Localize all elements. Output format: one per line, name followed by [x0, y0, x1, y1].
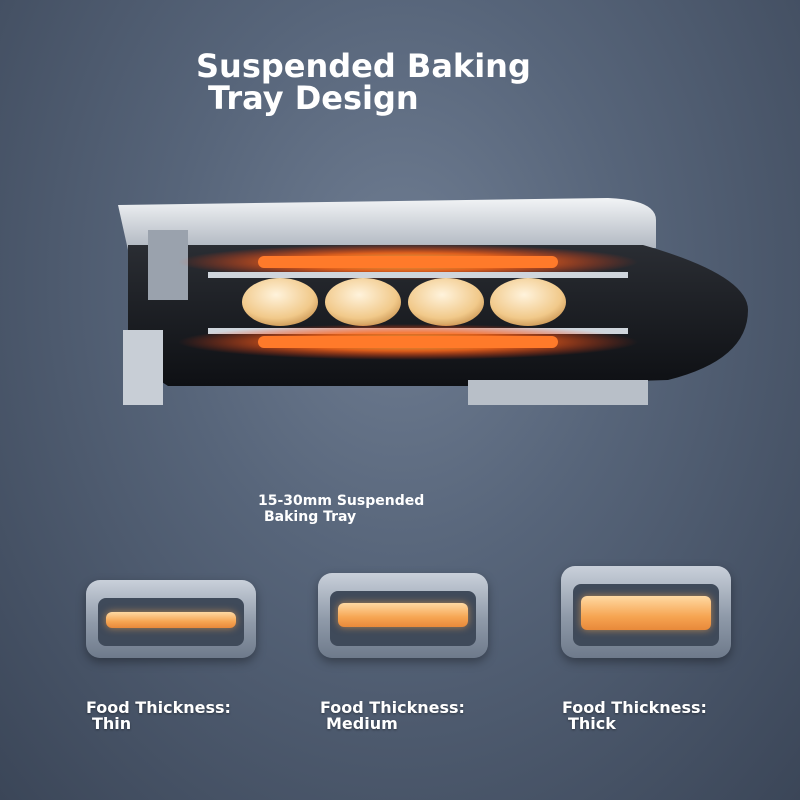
tray-icon-thick [561, 566, 731, 658]
hinge [148, 230, 188, 300]
tray-icon-thin [86, 580, 256, 658]
cross-section-illustration [118, 198, 748, 405]
food-slice-thick [581, 596, 711, 630]
base-foot-right [468, 380, 648, 405]
tray-icon-medium [318, 573, 488, 658]
tray-top-rail [208, 272, 628, 278]
tray-caption-line-1: 15-30mm Suspended [258, 493, 425, 509]
thickness-value: Thin [92, 714, 132, 733]
thickness-value: Thick [568, 714, 616, 733]
thickness-label-text: Food Thickness: [562, 698, 707, 717]
thickness-label-text: Food Thickness: [86, 698, 231, 717]
lid-shell [118, 198, 656, 250]
tray-caption: 15-30mm Suspended Baking Tray [258, 493, 424, 525]
bun-icon [490, 278, 566, 326]
bun-icon [242, 278, 318, 326]
thickness-label-medium: Food Thickness: Medium [320, 700, 465, 732]
bun-icon [408, 278, 484, 326]
title-line-2: Tray Design [208, 79, 419, 117]
thickness-label-thin: Food Thickness: Thin [86, 700, 231, 732]
bun-icon [325, 278, 401, 326]
food-slice-medium [338, 603, 468, 627]
title-line-1: Suspended Baking [196, 47, 531, 85]
base-foot-left [123, 330, 163, 405]
tray-caption-line-2: Baking Tray [264, 509, 357, 525]
page-title: Suspended Baking Tray Design [196, 50, 531, 114]
lower-heating-element-icon [258, 336, 558, 348]
sandwich-maker-cross-section [108, 190, 758, 415]
upper-heating-element-icon [258, 256, 558, 268]
thickness-value: Medium [326, 714, 398, 733]
food-slice-thin [106, 612, 236, 628]
thickness-label-text: Food Thickness: [320, 698, 465, 717]
thickness-label-thick: Food Thickness: Thick [562, 700, 707, 732]
